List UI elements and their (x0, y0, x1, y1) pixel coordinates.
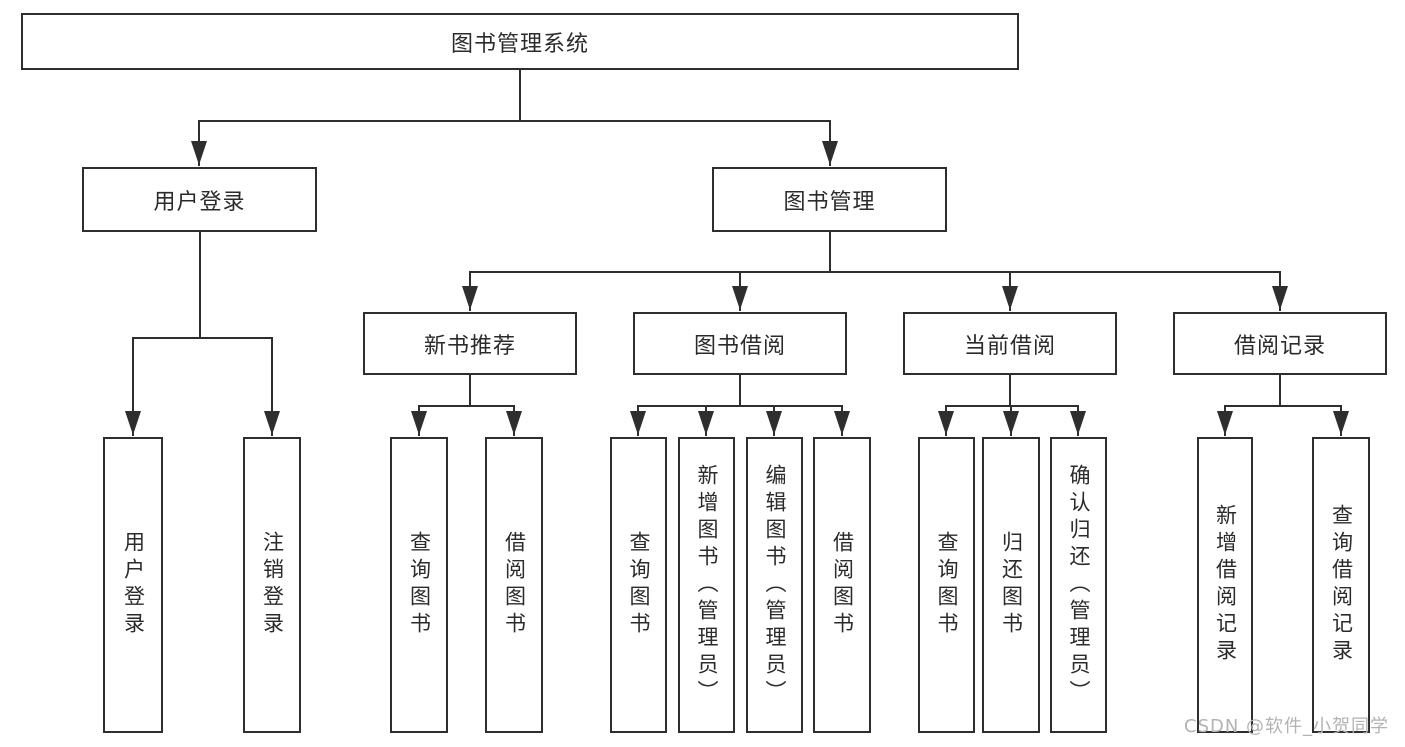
leaf-return-books-label: 归还图书 (999, 531, 1024, 639)
leaf-query-books-recommend-label: 查询图书 (407, 531, 432, 639)
leaf-add-books-admin: 新增图书（管理员） (678, 437, 735, 733)
leaf-user-login-label: 用户登录 (121, 531, 146, 639)
watermark-text: CSDN @软件_小贺同学 (1184, 716, 1390, 737)
leaf-borrow-books: 借阅图书 (813, 437, 871, 733)
leaf-logout: 注销登录 (243, 437, 301, 733)
node-new-book-recommend-label: 新书推荐 (423, 333, 516, 359)
node-book-borrow: 图书借阅 (633, 312, 847, 375)
leaf-edit-books-admin-label: 编辑图书（管理员） (763, 463, 787, 707)
leaf-query-borrow-record-label: 查询借阅记录 (1329, 504, 1354, 666)
leaf-query-borrow-record: 查询借阅记录 (1312, 437, 1370, 733)
node-book-management-label: 图书管理 (783, 189, 876, 215)
node-book-management: 图书管理 (712, 167, 947, 232)
node-borrow-records-label: 借阅记录 (1233, 333, 1326, 359)
leaf-query-books-current: 查询图书 (918, 437, 975, 733)
node-user-login: 用户登录 (82, 167, 317, 232)
leaf-query-books-current-label: 查询图书 (935, 531, 959, 639)
node-current-borrow-label: 当前借阅 (963, 333, 1056, 359)
node-library-system-label: 图书管理系统 (450, 31, 589, 57)
leaf-add-borrow-record: 新增借阅记录 (1197, 437, 1253, 733)
leaf-borrow-books-recommend-label: 借阅图书 (502, 531, 527, 639)
node-user-login-label: 用户登录 (153, 189, 246, 215)
leaf-query-books-recommend: 查询图书 (390, 437, 448, 733)
leaf-confirm-return-admin-label: 确认归还（管理员） (1067, 463, 1091, 707)
leaf-edit-books-admin: 编辑图书（管理员） (746, 437, 803, 733)
leaf-confirm-return-admin: 确认归还（管理员） (1050, 437, 1107, 733)
leaf-borrow-books-label: 借阅图书 (830, 531, 855, 639)
leaf-add-books-admin-label: 新增图书（管理员） (695, 463, 719, 707)
leaf-add-borrow-record-label: 新增借阅记录 (1213, 504, 1238, 666)
node-borrow-records: 借阅记录 (1173, 312, 1387, 375)
node-book-borrow-label: 图书借阅 (693, 333, 786, 359)
leaf-user-login: 用户登录 (103, 437, 163, 733)
node-new-book-recommend: 新书推荐 (363, 312, 577, 375)
leaf-query-books-borrow: 查询图书 (610, 437, 667, 733)
node-current-borrow: 当前借阅 (903, 312, 1117, 375)
leaf-borrow-books-recommend: 借阅图书 (485, 437, 543, 733)
node-library-system: 图书管理系统 (21, 13, 1019, 70)
leaf-logout-label: 注销登录 (260, 531, 285, 639)
leaf-query-books-borrow-label: 查询图书 (627, 531, 651, 639)
leaf-return-books: 归还图书 (982, 437, 1040, 733)
